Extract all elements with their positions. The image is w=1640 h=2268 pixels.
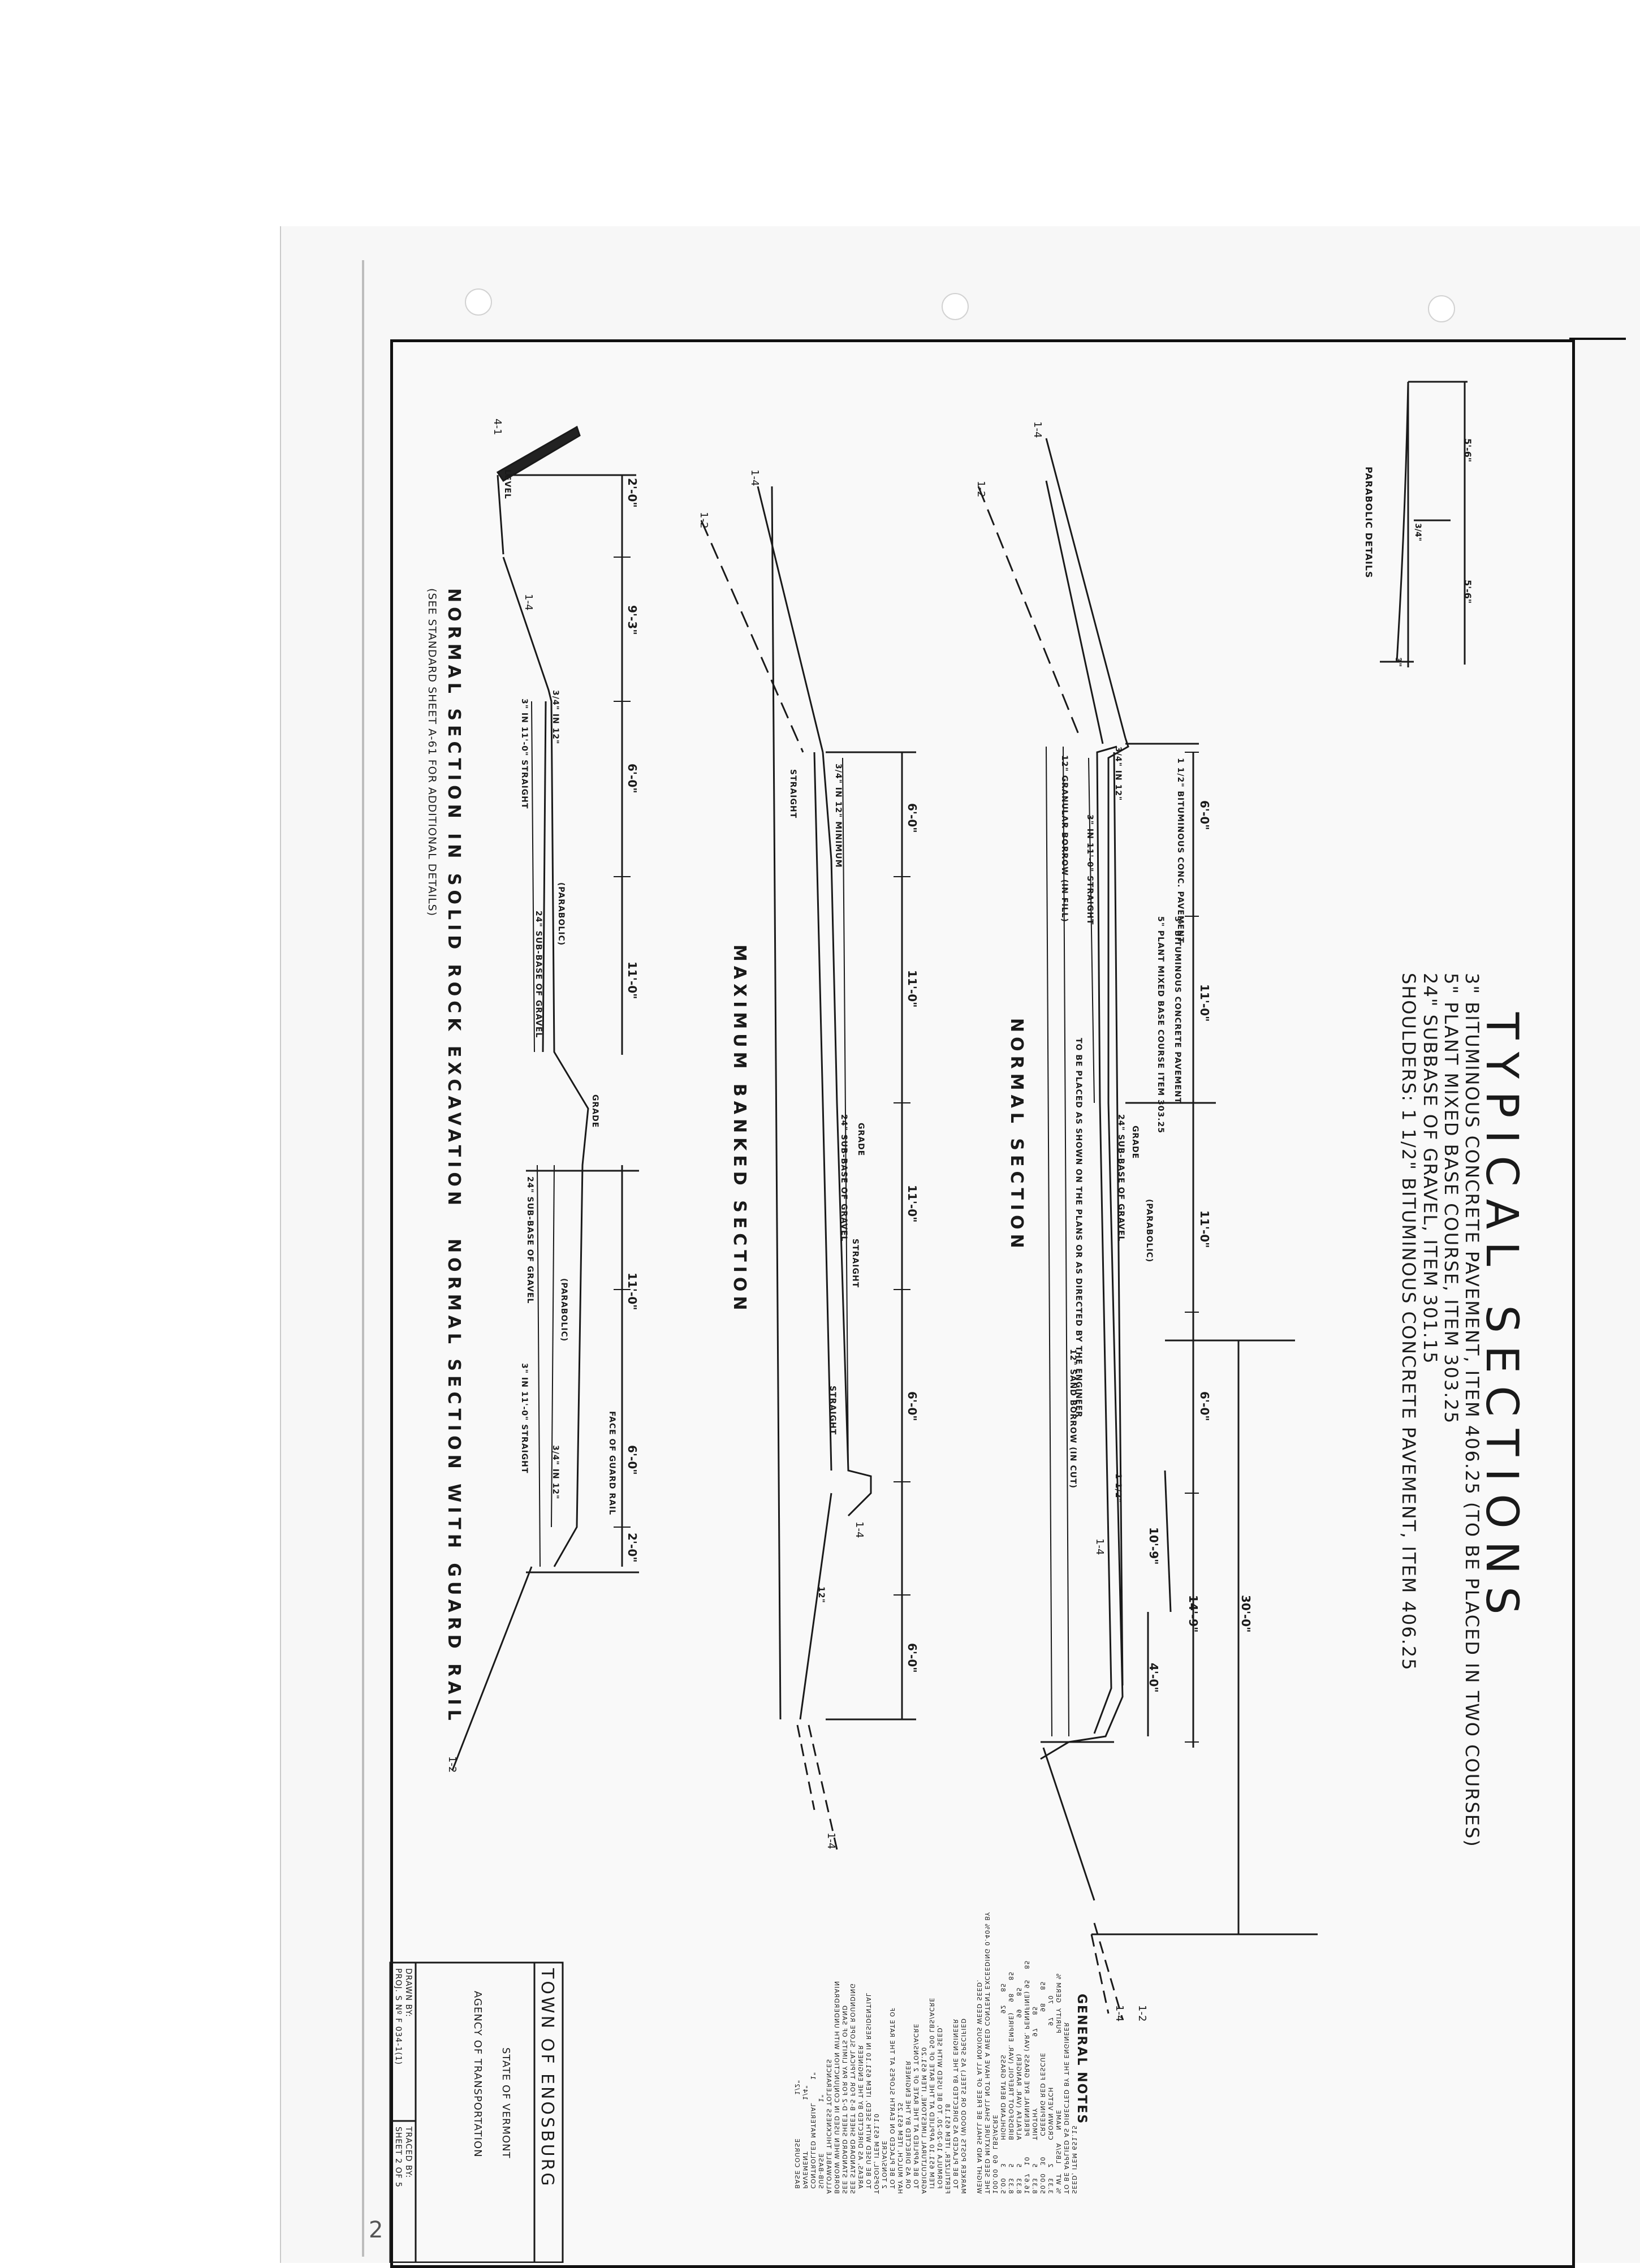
punch-hole: [1428, 295, 1455, 322]
drawing-frame: [390, 339, 1575, 2268]
title-block-agency: AGENCY OF TRANSPORTATION: [472, 1991, 484, 2158]
title-block-town: TOWN OF ENOSBURG: [537, 1968, 557, 2188]
page-number: 2: [369, 2217, 383, 2243]
sheet-binding-edge: [362, 260, 364, 2257]
title-block-sheet-number: SHEET 2 OF 5: [394, 2127, 403, 2188]
title-block-project-number: PROJ. S Nº F 034-1(1): [394, 1968, 403, 2066]
title-block-drawn-by: DRAWN BY:: [404, 1968, 413, 2017]
title-block-traced-by: TRACED BY:: [404, 2127, 413, 2179]
frame-border-extension: [1569, 338, 1626, 340]
title-block-state: STATE OF VERMONT: [500, 2047, 512, 2159]
punch-hole: [942, 293, 969, 320]
punch-hole: [465, 288, 492, 316]
